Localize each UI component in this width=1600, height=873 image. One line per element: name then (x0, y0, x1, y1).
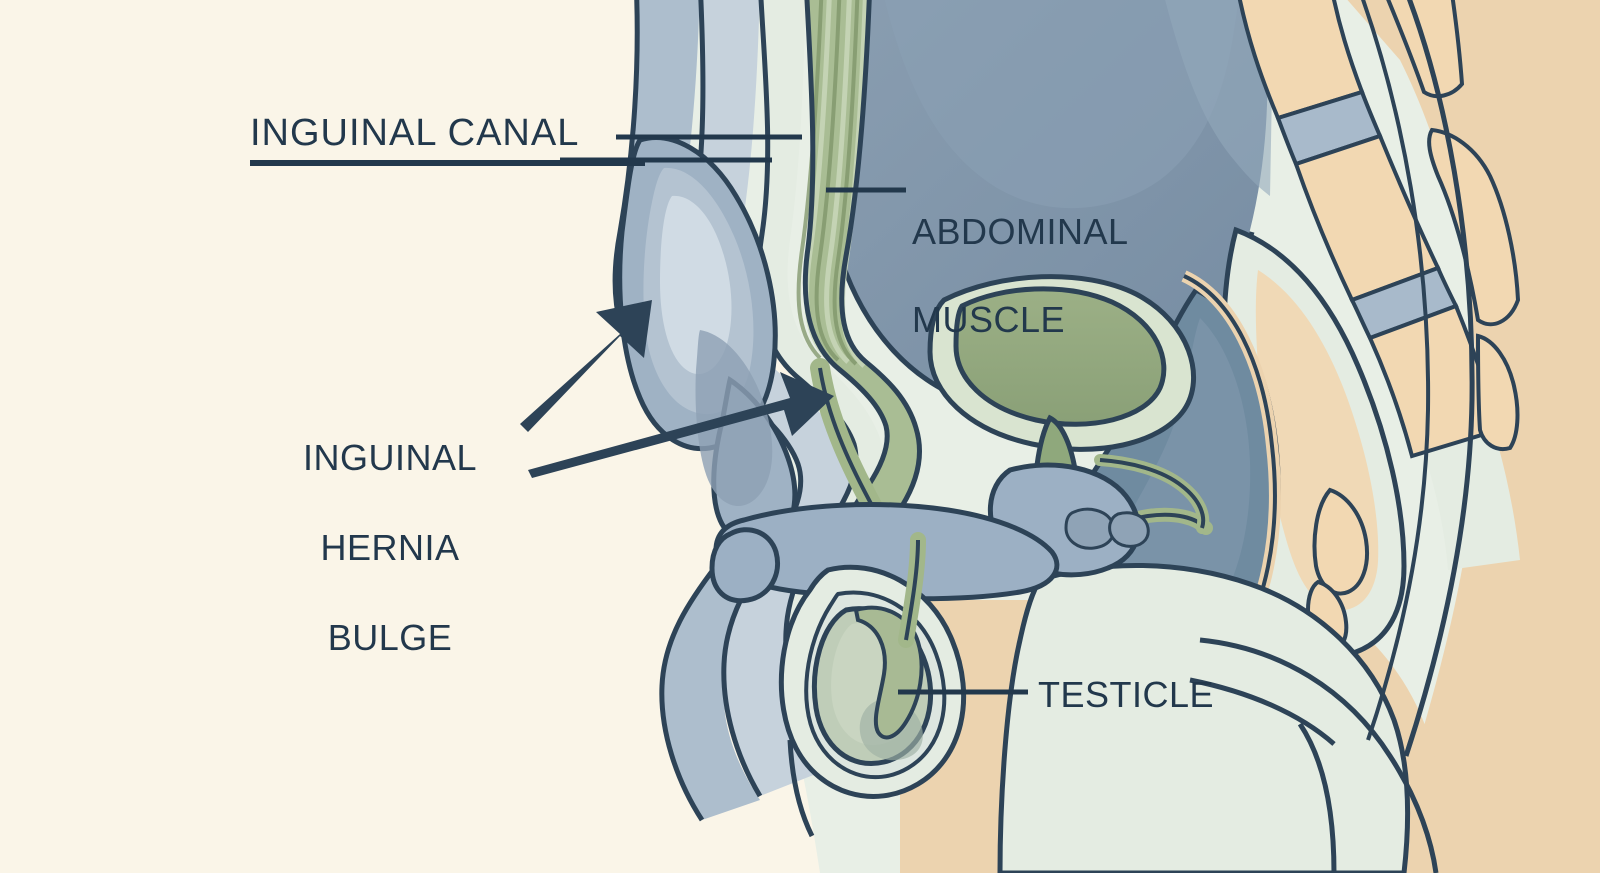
cord-to-testicle-line (904, 539, 920, 641)
cavity-highlight-2 (1160, 0, 1274, 196)
hernia-arrow-upper (520, 300, 652, 432)
penis-glans (709, 527, 780, 604)
lumbar-spine (1233, 0, 1521, 570)
coccyx (1312, 487, 1369, 596)
scrotum-skin-line (787, 739, 815, 838)
bladder-lumen (953, 286, 1167, 427)
buttock-outline (1199, 637, 1439, 873)
label-hernia-line-2: HERNIA (320, 527, 460, 568)
label-abdominal-muscle-line-1: ABDOMINAL (912, 210, 1129, 252)
label-testicle: TESTICLE (1038, 674, 1215, 715)
seminal-vesicle-node-2 (1108, 511, 1150, 548)
thigh-crease (1297, 722, 1337, 873)
cavity-highlight-1 (880, 0, 1240, 209)
pelvic-floor (997, 562, 1411, 873)
label-hernia-line-1: INGUINAL (302, 437, 478, 478)
label-inguinal-hernia-bulge: INGUINAL HERNIA BULGE (290, 390, 490, 705)
hernia-arrow-lower (528, 372, 834, 478)
hernia-bulge-core (660, 195, 732, 375)
back-skin-tan (1330, 0, 1600, 873)
seminal-vesicle-node-1 (1064, 507, 1116, 550)
back-skin-inner-line (1354, 0, 1431, 741)
label-abdominal-muscle-line-2: MUSCLE (912, 298, 1066, 340)
seminal-vesicle-line (1099, 458, 1206, 529)
spinous-process-3 (1475, 333, 1520, 451)
hernia-arrows (520, 300, 834, 478)
muscle-striations (796, 0, 860, 366)
spinous-process-2 (1427, 127, 1521, 327)
body-cross-section (612, 0, 1600, 873)
label-inguinal-canal: INGUINAL CANAL (250, 112, 580, 154)
back-outline (1399, 0, 1475, 757)
label-hernia-line-3: BULGE (327, 617, 453, 658)
label-abdominal-muscle: ABDOMINAL MUSCLE (912, 166, 1129, 386)
gluteal-crease (1189, 677, 1336, 746)
